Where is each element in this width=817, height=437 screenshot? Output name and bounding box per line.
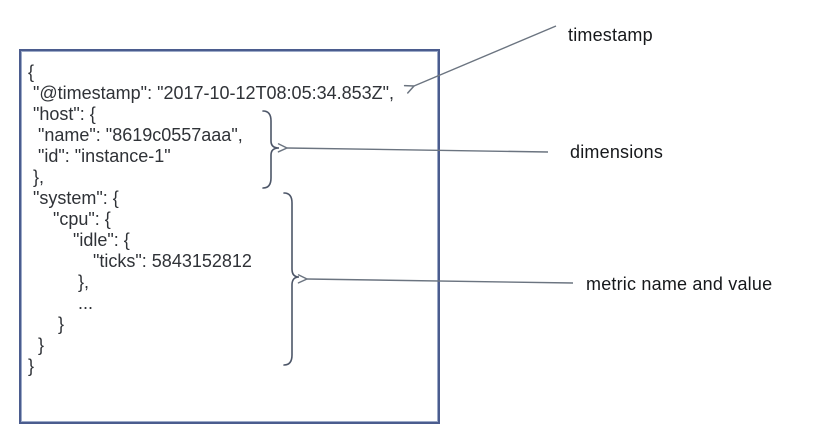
json-line-root-close: } [28,356,35,376]
json-line-host-id: "id": "instance-1" [28,146,171,166]
json-line-cpu-close: } [28,314,65,334]
json-line-idle-open: "idle": { [28,230,130,250]
json-line-system-open: "system": { [28,188,119,208]
json-line-host-name: "name": "8619c0557aaa", [28,125,243,145]
json-line-system-close: } [28,335,45,355]
json-line-timestamp: "@timestamp": "2017-10-12T08:05:34.853Z"… [28,83,395,103]
label-dimensions: dimensions [570,142,664,162]
json-line-ticks: "ticks": 5843152812 [28,251,252,271]
json-code-block: { "@timestamp": "2017-10-12T08:05:34.853… [28,62,394,377]
json-line-host-close: }, [28,167,45,187]
json-line-host-open: "host": { [28,104,96,124]
json-document-box: { "@timestamp": "2017-10-12T08:05:34.853… [19,49,440,424]
json-line-ellipsis: ... [28,293,94,313]
label-timestamp: timestamp [568,25,653,45]
label-metric-name-and-value: metric name and value [586,274,773,294]
json-line-cpu-open: "cpu": { [28,209,111,229]
json-line-idle-close: }, [28,272,90,292]
json-line: { [28,62,35,82]
